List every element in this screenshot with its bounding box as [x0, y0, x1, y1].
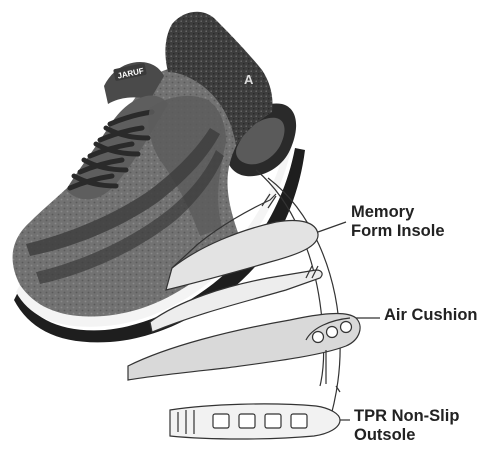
layer-mid-foam: [149, 269, 323, 333]
outsole-heel-lines: [177, 410, 195, 434]
shoe-knit-band-2: [36, 150, 224, 284]
leader-memory: [317, 221, 347, 233]
grip-pad-icon: [290, 413, 308, 429]
callout-tpr-line1: TPR Non-Slip: [354, 407, 460, 425]
tongue-logo-patch: [113, 63, 147, 81]
callout-memory-foam-insole: Memory Form Insole: [351, 203, 445, 241]
layer-air-cushion: [127, 312, 361, 381]
air-cushion-pods: [311, 320, 353, 344]
layer-memory-insole-top: [171, 193, 277, 269]
shoe-knit-band-1: [26, 128, 220, 256]
sneaker: JARUF A: [12, 11, 305, 343]
layer-mid-foam-mark: [305, 265, 319, 279]
air-pod-icon: [311, 330, 325, 344]
callout-tpr-outsole: TPR Non-Slip Outsole: [354, 407, 459, 445]
shoe-outsole: [14, 148, 305, 343]
heel-logo-mark: A: [244, 72, 254, 87]
callout-tpr-line2: Outsole: [354, 426, 416, 444]
layer-air-cushion-inner: [305, 317, 351, 341]
connector-line: [335, 385, 341, 393]
grip-pad-icon: [212, 413, 230, 429]
guide-arc-inner: [255, 169, 325, 387]
shoe-laces: [67, 109, 155, 191]
callout-air-line1: Air Cushion: [384, 306, 478, 324]
layer-memory-insole-mark: [261, 193, 277, 209]
callout-air-cushion: Air Cushion: [384, 306, 478, 325]
outsole-grip-pads: [212, 413, 308, 429]
air-pod-icon: [325, 325, 339, 339]
air-pod-icon: [339, 320, 353, 334]
grip-pad-icon: [264, 413, 282, 429]
callout-memory-line1: Memory: [351, 203, 415, 221]
shoe-air-window-shine: [236, 117, 285, 165]
sole-layers: [127, 169, 380, 440]
callout-memory-line2: Form Insole: [351, 222, 445, 240]
grip-pad-icon: [238, 413, 256, 429]
shoe-midsole: [16, 144, 292, 327]
layer-memory-insole: [165, 219, 319, 291]
shoe-collar: [165, 11, 273, 146]
